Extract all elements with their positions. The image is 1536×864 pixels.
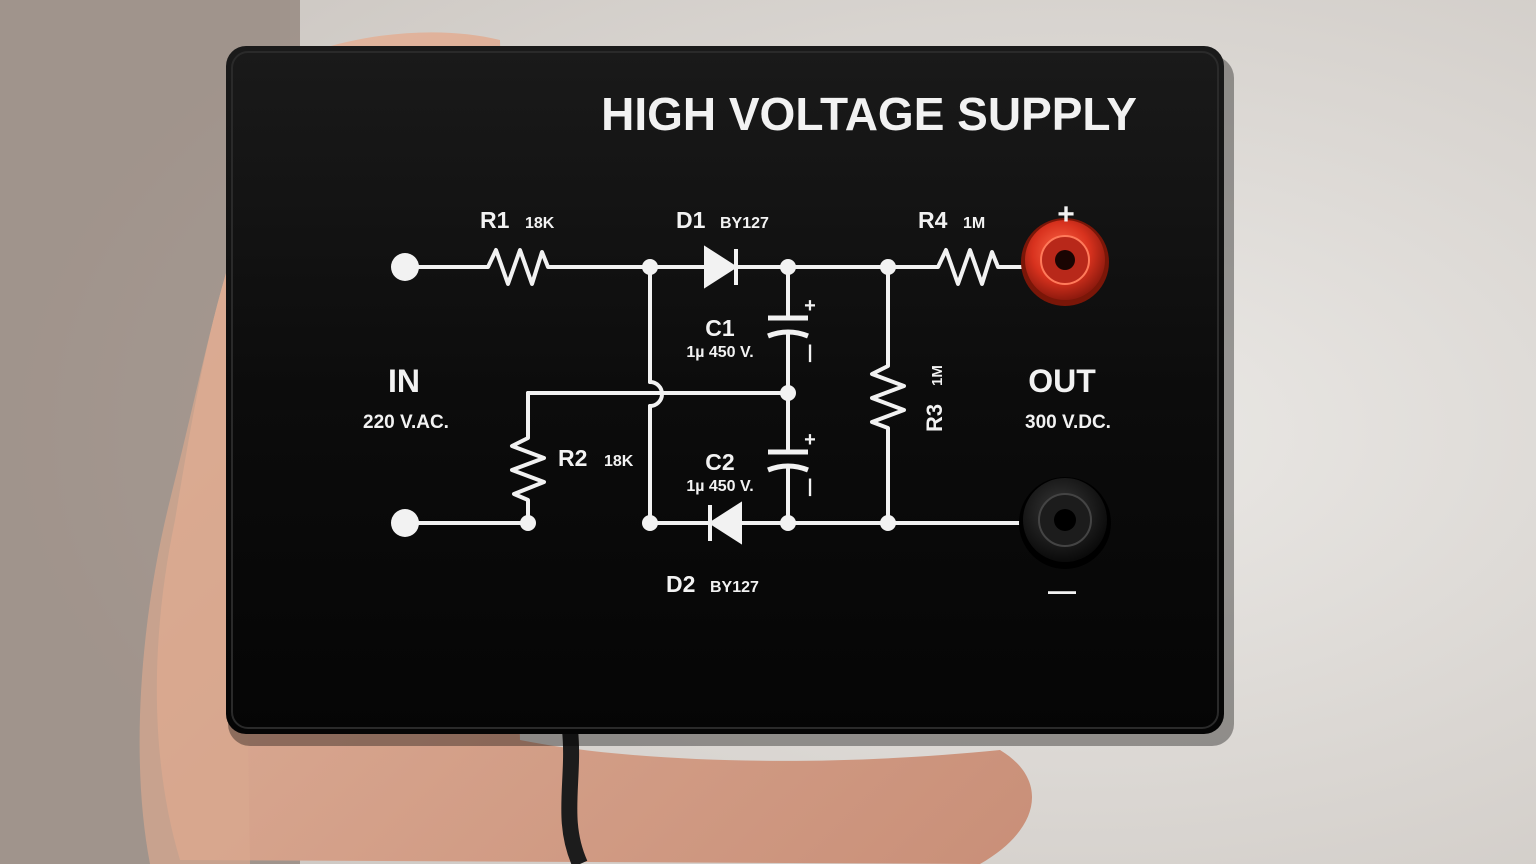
output-terminal-negative[interactable] <box>1019 477 1111 569</box>
c2-plus: + <box>804 429 816 451</box>
r4-value: 1M <box>963 215 985 232</box>
input-terminal-bottom <box>391 509 419 537</box>
r2-value: 18K <box>604 453 634 470</box>
output-minus-sign: — <box>1048 575 1076 606</box>
resistor-r3 <box>870 358 906 525</box>
capacitor-c1 <box>767 315 809 339</box>
enclosure <box>226 46 1234 746</box>
c2-value: 1µ 450 V. <box>686 478 753 495</box>
c1-name: C1 <box>705 315 735 341</box>
input-terminal-top <box>391 253 419 281</box>
junction-dots <box>520 259 896 531</box>
r3-value: 1M <box>929 365 946 386</box>
d2-name: D2 <box>666 571 695 597</box>
c2-minus: | <box>807 476 812 496</box>
input-label: IN <box>388 363 420 399</box>
output-plus-sign: + <box>1057 198 1075 231</box>
output-label: OUT <box>1028 363 1096 399</box>
d1-value: BY127 <box>720 215 769 232</box>
resistor-r2 <box>510 428 546 525</box>
input-spec: 220 V.AC. <box>363 412 449 433</box>
d2-value: BY127 <box>710 579 759 596</box>
power-cable <box>561 729 588 864</box>
r2-name: R2 <box>558 445 587 471</box>
diode-d2 <box>708 501 742 545</box>
r3-name: R3 <box>922 404 947 432</box>
panel-title: HIGH VOLTAGE SUPPLY <box>601 88 1137 140</box>
c1-value: 1µ 450 V. <box>686 344 753 361</box>
c2-name: C2 <box>705 449 734 475</box>
diode-d1 <box>704 245 738 289</box>
d1-name: D1 <box>676 207 706 233</box>
c1-minus: | <box>807 342 812 362</box>
resistor-r4 <box>928 248 1024 286</box>
output-terminal-positive[interactable] <box>1021 218 1109 306</box>
r1-name: R1 <box>480 207 510 233</box>
r4-name: R4 <box>918 207 948 233</box>
capacitor-c2 <box>767 449 809 473</box>
output-spec: 300 V.DC. <box>1025 412 1111 433</box>
resistor-r1 <box>476 248 562 286</box>
r1-value: 18K <box>525 215 555 232</box>
c1-plus: + <box>804 295 816 317</box>
